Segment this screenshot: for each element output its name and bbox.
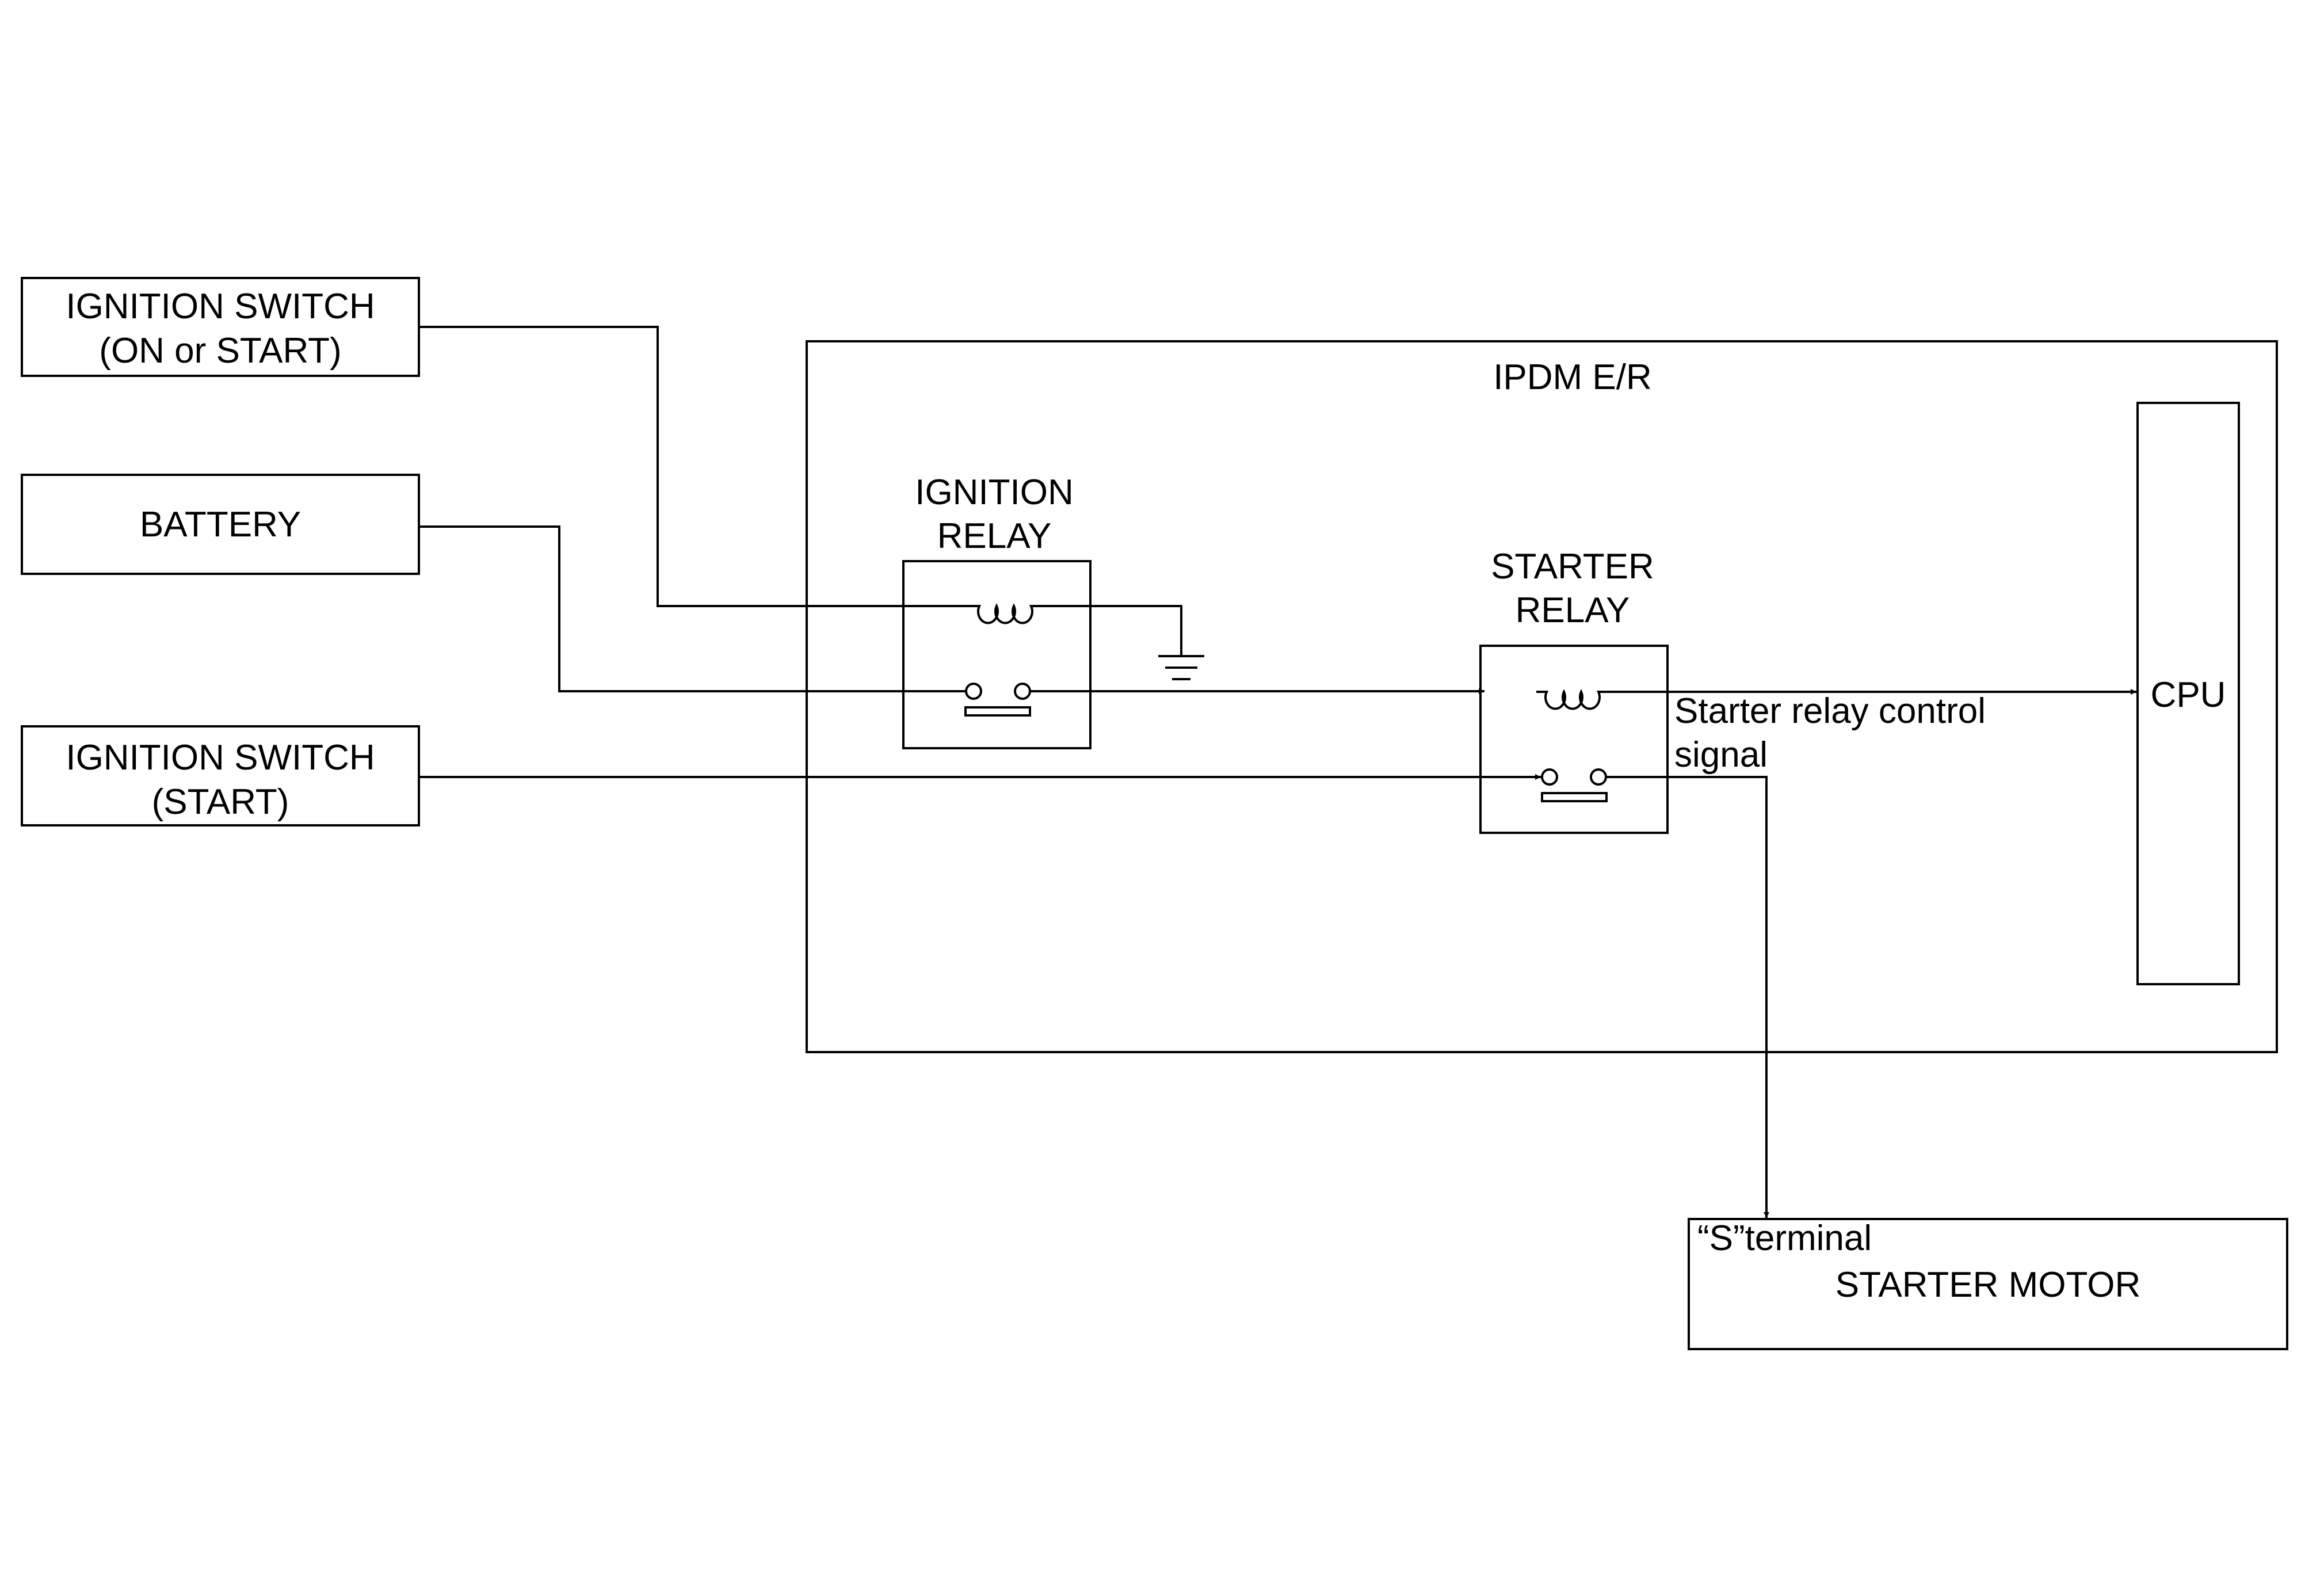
ipdm-er-box: IPDM E/R [806,340,2278,1053]
starter-relay-control-signal-label-1: Starter relay control [1674,691,1986,731]
starter-motor-label: STARTER MOTOR [1835,1265,2140,1305]
starter-relay-label-2: RELAY [1516,591,1630,630]
wire-starter-relay-to-starter-motor-s-terminal [1606,776,1769,1218]
ignition-relay-contact-right-icon [1014,683,1031,700]
starter-relay-armature-icon [1541,792,1608,802]
starter-motor-box: “S”terminal STARTER MOTOR [1688,1218,2288,1350]
starter-relay: STARTER RELAY [1479,547,1669,834]
starter-relay-contact-right-icon [1590,768,1607,786]
ignition-switch-start-label-1: IGNITION SWITCH [66,738,375,778]
ignition-switch-start-label-2: (START) [152,782,289,822]
ground-icon [1158,655,1204,680]
starter-motor-terminal-label: “S”terminal [1697,1218,1872,1258]
ignition-switch-on-start-label-1: IGNITION SWITCH [66,287,375,326]
ignition-relay-armature-icon [964,706,1031,717]
starter-relay-label-1: STARTER [1491,547,1654,586]
ignition-relay-contact-left-icon [965,683,982,700]
wire-battery-to-ignition-relay-contact [419,525,966,692]
ignition-relay-coil-icon [968,603,1033,624]
starter-relay-control-signal-label-2: signal [1674,735,1768,775]
wire-ignition-switch-to-ignition-relay-coil [419,326,968,607]
ipdm-er-label: IPDM E/R [1493,357,1652,397]
ignition-switch-on-start-box: IGNITION SWITCH (ON or START) [21,277,420,377]
ignition-relay-label-2: RELAY [937,516,1052,556]
battery-label: BATTERY [140,505,301,544]
ignition-relay-label-1: IGNITION [915,473,1074,512]
starter-relay-contact-left-icon [1541,768,1558,786]
ignition-switch-start-box: IGNITION SWITCH (START) [21,725,420,826]
ignition-switch-on-start-label-2: (ON or START) [99,331,341,371]
starter-relay-coil-icon [1536,689,1608,710]
cpu-label: CPU [2151,675,2226,715]
cpu-box: CPU [2136,402,2240,985]
starter-relay-body [1479,645,1669,834]
ignition-relay-body [902,560,1092,749]
battery-box: BATTERY [21,474,420,575]
wire-ignition-relay-coil-to-ground [1033,605,1182,656]
ignition-relay: IGNITION RELAY [902,473,1092,749]
